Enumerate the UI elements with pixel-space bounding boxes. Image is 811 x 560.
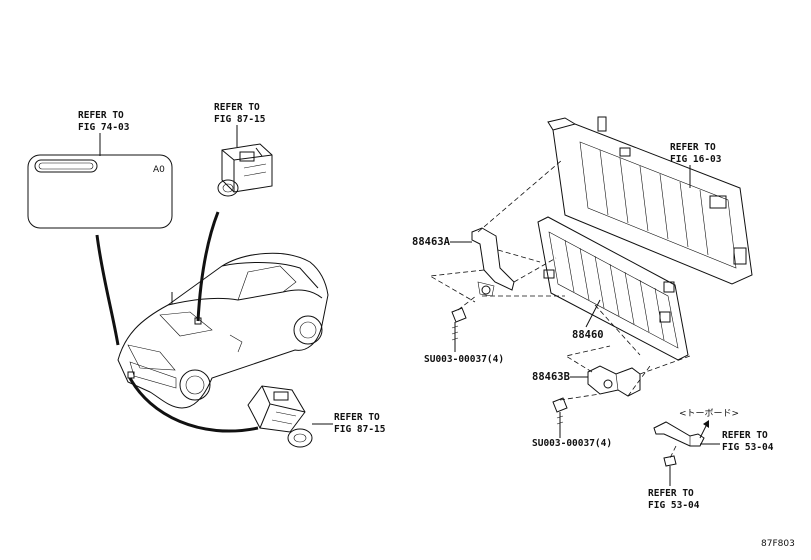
assembly-dashed-lines — [428, 159, 691, 401]
ultrasonic-sensor-top-icon — [217, 143, 273, 197]
direction-note: <トーボード> — [679, 408, 739, 419]
part-number-bracket-a: 88463A — [412, 236, 451, 248]
refer-radiator: REFER TO — [670, 142, 716, 153]
part-number-bolt-2: SU003-00037(4) — [532, 438, 612, 449]
vehicle-outline — [117, 252, 329, 409]
fig-ref-sensor-bottom: FIG 87-15 — [334, 424, 386, 435]
refer-label-plate: REFER TO — [78, 110, 124, 121]
radiator-icon — [547, 116, 753, 285]
small-bracket-icon — [653, 421, 705, 447]
arrow-up-icon — [699, 420, 709, 439]
refer-sensor-top: REFER TO — [214, 102, 260, 113]
bolt-small-icon — [663, 455, 677, 480]
condenser-icon — [537, 216, 689, 361]
figure-id: 87F803 — [761, 539, 795, 549]
bolt-2-icon — [552, 397, 568, 432]
label-plate: A0 — [27, 154, 173, 229]
fig-ref-radiator: FIG 16-03 — [670, 154, 722, 165]
ultrasonic-sensor-bottom-icon — [247, 385, 313, 448]
bracket-b-icon — [587, 365, 641, 397]
refer-small-bolt: REFER TO — [648, 488, 694, 499]
wire-to-sensor-bottom — [128, 377, 259, 433]
label-plate-code: A0 — [153, 165, 165, 175]
refer-small-bracket: REFER TO — [722, 430, 768, 441]
fig-ref-sensor-top: FIG 87-15 — [214, 114, 266, 125]
fig-ref-small-bolt: FIG 53-04 — [648, 500, 700, 511]
bolt-1-icon — [451, 307, 467, 344]
part-number-condenser: 88460 — [572, 329, 604, 341]
fig-ref-small-bracket: FIG 53-04 — [722, 442, 774, 453]
fig-ref-label-plate: FIG 74-03 — [78, 122, 130, 133]
part-number-bracket-b: 88463B — [532, 371, 570, 383]
wire-to-sensor-top — [196, 211, 220, 322]
bracket-a-icon — [471, 227, 515, 297]
wire-to-label-plate — [95, 234, 120, 346]
refer-sensor-bottom: REFER TO — [334, 412, 380, 423]
part-number-bolt-1: SU003-00037(4) — [424, 354, 504, 365]
